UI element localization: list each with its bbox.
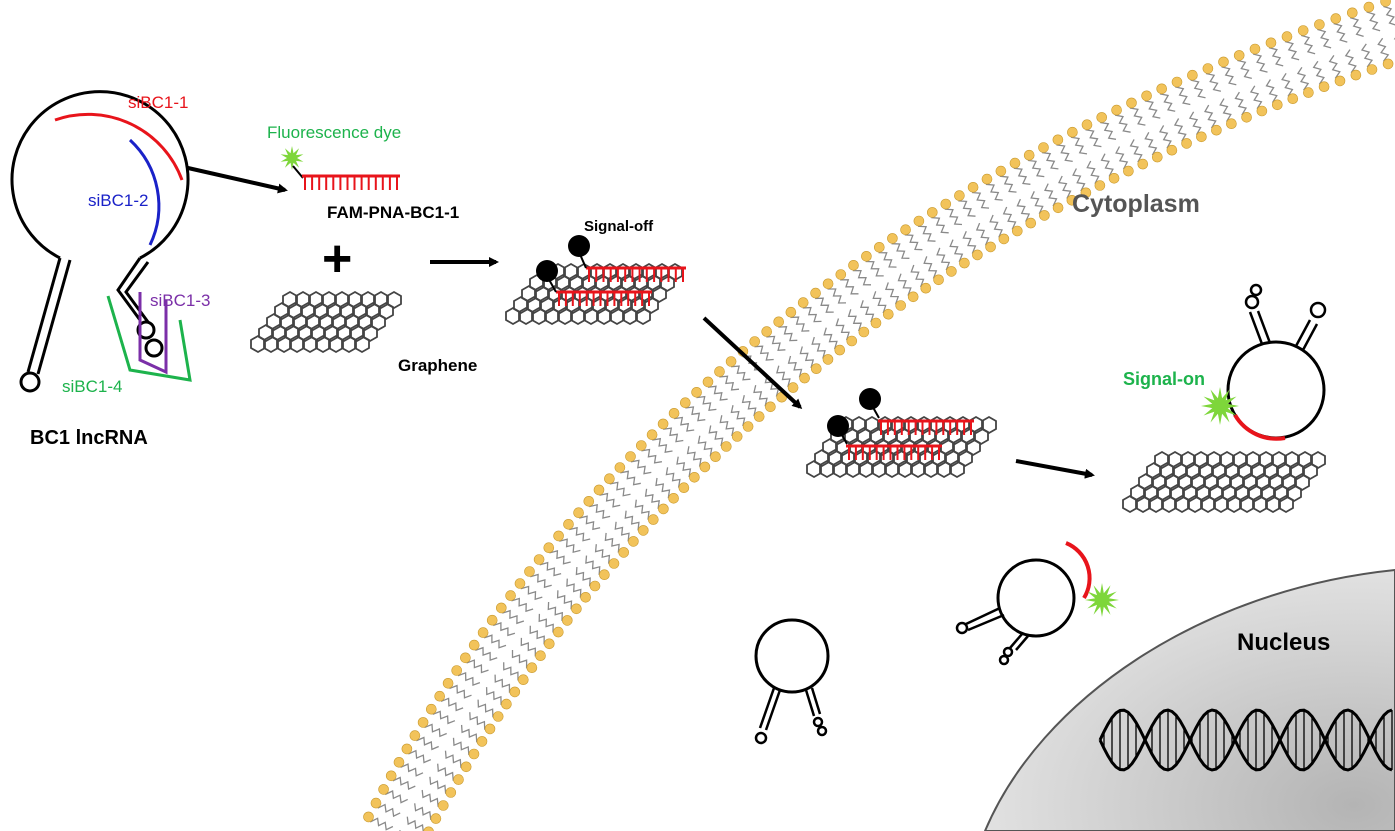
intracellular-complex [806,388,997,478]
signal-off-complex: Signal-off [505,218,686,325]
graphene-label: Graphene [398,356,477,375]
signal-off-label: Signal-off [584,218,654,235]
plus-sign: + [322,230,352,288]
signal-on-label: Signal-on [1123,369,1205,389]
arrow-into-cell [702,316,803,410]
quenched-dye-1 [536,260,558,282]
sibc1-2-label: siBC1-2 [88,191,148,210]
pna-strand [302,174,400,190]
arrow-to-probe [187,166,288,194]
nucleus: Nucleus [983,568,1395,831]
dna-helix [1098,708,1393,772]
bc1-lncrna-label: BC1 lncRNA [30,427,148,449]
arrow-to-signal-on [1015,459,1095,479]
sibc1-4-label: siBC1-4 [62,377,122,396]
rna-left-hairpin [19,371,41,393]
rna-right-hairpin-1 [136,320,156,340]
quenched-dye-3 [827,415,849,437]
fluorescence-dye-star [280,146,304,170]
rna-right-hairpin-2 [144,338,164,358]
bound-rna-dye [1085,583,1119,617]
cytoplasm-label: Cytoplasm [1072,190,1200,218]
bc1-lncrna-structure: siBC1-1 siBC1-2 siBC1-3 siBC1-4 BC1 lncR… [10,90,210,449]
rna-stem-left-b [36,259,72,375]
graphene-sheet [250,291,402,353]
rna-stem-left-a [26,257,62,373]
bound-rna [955,541,1119,666]
sibc1-1-label: siBC1-1 [128,93,188,112]
fam-pna-label: FAM-PNA-BC1-1 [327,203,459,222]
signal-on-rna: Signal-on [1123,283,1327,441]
sibc1-1-arc [54,112,184,181]
signal-on-dye [1201,387,1239,425]
released-graphene-sheet [1122,451,1326,513]
quenched-dye-2 [568,235,590,257]
sibc1-3-bracket [138,292,168,375]
rna-stem-right-a [116,257,142,321]
rna-main-loop [10,90,190,260]
sibc1-2-arc [128,138,161,246]
cell-membrane [363,0,1395,831]
fam-pna-probe: Fluorescence dye FAM-PNA-BC1-1 [267,123,459,222]
nucleus-label: Nucleus [1237,629,1330,656]
free-rna [754,618,830,745]
fluorescence-dye-label: Fluorescence dye [267,123,401,142]
sibc1-3-label: siBC1-3 [150,291,210,310]
quenched-dye-4 [859,388,881,410]
sibc1-4-bracket [106,295,192,382]
